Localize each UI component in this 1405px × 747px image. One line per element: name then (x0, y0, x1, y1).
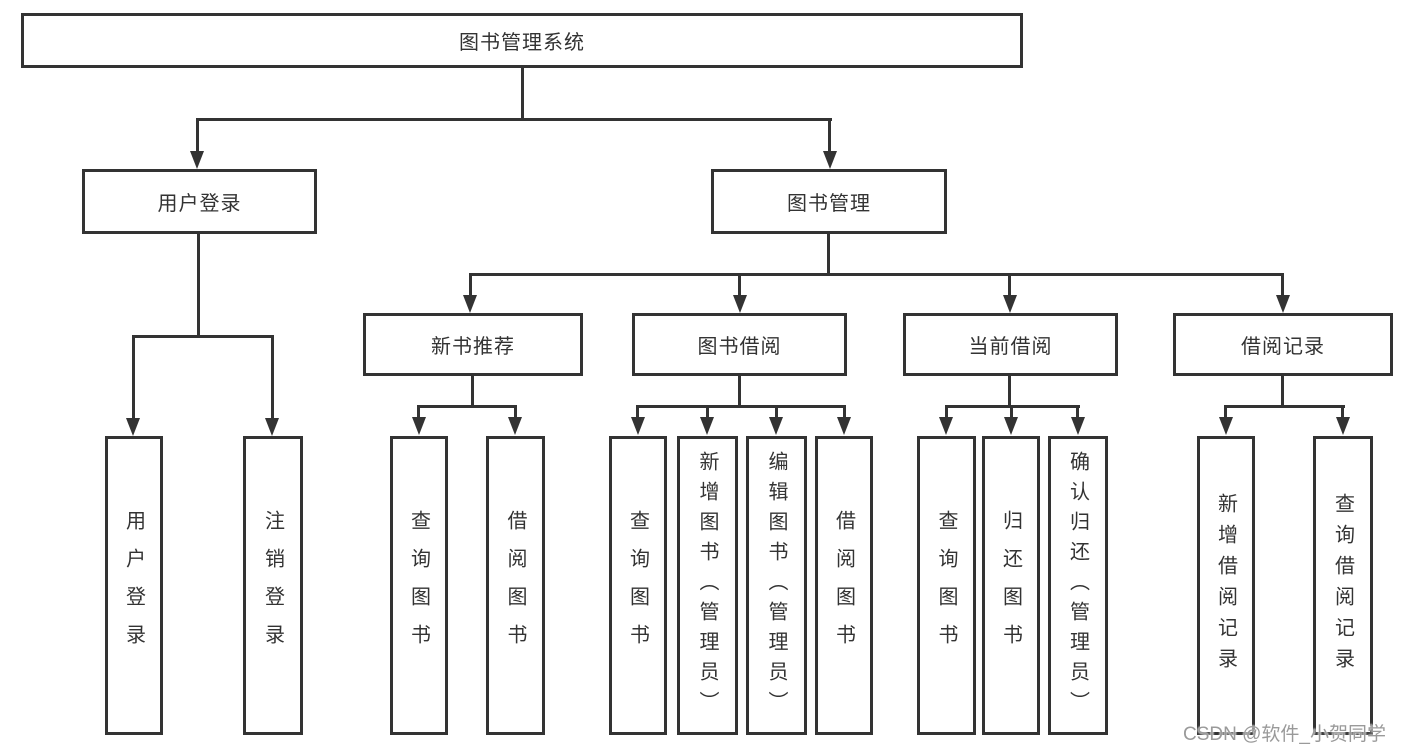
node-label: 图书管理系统 (459, 32, 585, 54)
connector-drop-leaf (1010, 405, 1013, 418)
leaf-confirm-return-admin: 确认归还（管理员） (1048, 436, 1108, 735)
connector-drop-leaf (775, 405, 778, 418)
connector-root-hbar (196, 118, 832, 121)
leaf-edit-books-admin: 编辑图书（管理员） (746, 436, 807, 735)
node-label: 新书推荐 (431, 336, 515, 358)
node-library-management-system: 图书管理系统 (21, 13, 1023, 68)
arrow-down (126, 418, 140, 436)
connector-drop-leaf (843, 405, 846, 418)
connector-drop-leaf (945, 405, 948, 418)
connector-book-borrowing-stem (738, 376, 741, 405)
node-label: 借阅记录 (1241, 336, 1325, 358)
node-label: 图书借阅 (697, 336, 782, 358)
arrow-down (412, 417, 426, 435)
arrow-down (1071, 417, 1085, 435)
leaf-borrow-books-recommend: 借阅图书 (486, 436, 545, 735)
arrow-down (837, 417, 851, 435)
connector-borrowing-records-hbar (1224, 405, 1345, 408)
connector-drop-leaf (417, 405, 420, 418)
arrow-down (1004, 417, 1018, 435)
connector-drop-book-management (828, 118, 831, 153)
arrow-down (463, 295, 477, 313)
arrow-down (769, 417, 783, 435)
connector-new-book-stem (471, 376, 474, 405)
node-new-book-recommend: 新书推荐 (363, 313, 583, 376)
connector-drop-leaf (1224, 405, 1227, 418)
arrow-down (733, 295, 747, 313)
node-book-borrowing: 图书借阅 (632, 313, 847, 376)
connector-borrowing-records-stem (1281, 376, 1284, 405)
node-current-borrowing: 当前借阅 (903, 313, 1118, 376)
connector-new-book-hbar (417, 405, 517, 408)
connector-user-login-stem (197, 234, 200, 335)
connector-drop-leaf (636, 405, 639, 418)
leaf-add-books-admin: 新增图书（管理员） (677, 436, 738, 735)
arrow-down (1336, 417, 1350, 435)
connector-drop-leaf (1341, 405, 1344, 418)
node-book-management: 图书管理 (711, 169, 947, 234)
arrow-down (1219, 417, 1233, 435)
connector-drop-leaf (514, 405, 517, 418)
connector-root-stem (521, 68, 524, 118)
leaf-query-books-borrowing: 查询图书 (609, 436, 667, 735)
connector-current-borrowing-stem (1008, 376, 1011, 405)
node-label: 当前借阅 (968, 336, 1053, 358)
connector-drop-new-book (469, 273, 472, 296)
connector-drop-leaf (132, 335, 135, 419)
connector-book-borrowing-hbar (636, 405, 846, 408)
node-borrowing-records: 借阅记录 (1173, 313, 1393, 376)
leaf-query-books-recommend: 查询图书 (390, 436, 448, 735)
leaf-add-borrow-record: 新增借阅记录 (1197, 436, 1255, 735)
arrow-down (1003, 295, 1017, 313)
arrow-down (265, 418, 279, 436)
connector-drop-leaf (271, 335, 274, 419)
arrow-down (631, 417, 645, 435)
node-user-login: 用户登录 (82, 169, 317, 234)
leaf-query-borrow-record: 查询借阅记录 (1313, 436, 1373, 735)
connector-drop-user-login (196, 118, 199, 153)
connector-drop-book-borrowing (738, 273, 741, 296)
connector-drop-leaf (706, 405, 709, 418)
connector-drop-leaf (1076, 405, 1079, 418)
arrow-down (939, 417, 953, 435)
node-label: 用户登录 (157, 193, 242, 215)
csdn-watermark: CSDN @软件_小贺同学 (1183, 724, 1386, 745)
node-label: 图书管理 (787, 193, 871, 215)
connector-drop-borrowing-records (1281, 273, 1284, 296)
leaf-return-books: 归还图书 (982, 436, 1040, 735)
leaf-logout: 注销登录 (243, 436, 303, 735)
arrow-down (508, 417, 522, 435)
arrow-down (700, 417, 714, 435)
arrow-down (823, 151, 837, 169)
connector-book-management-stem (827, 234, 830, 273)
connector-drop-current-borrowing (1008, 273, 1011, 296)
arrow-down (190, 151, 204, 169)
leaf-query-books-current: 查询图书 (917, 436, 976, 735)
connector-user-login-hbar (132, 335, 274, 338)
connector-book-management-hbar (469, 273, 1284, 276)
leaf-borrow-books-borrowing: 借阅图书 (815, 436, 873, 735)
arrow-down (1276, 295, 1290, 313)
leaf-user-login: 用户登录 (105, 436, 163, 735)
